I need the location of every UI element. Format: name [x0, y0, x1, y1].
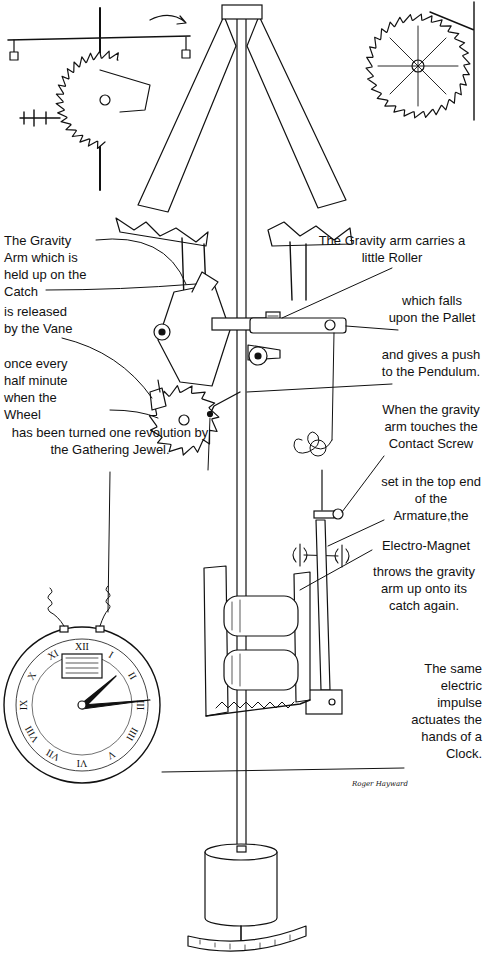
pivot: [154, 324, 170, 340]
leader-line: [208, 418, 210, 470]
callout-text: The same electric impulse actuates the h…: [408, 660, 482, 762]
coil-shading: [232, 600, 240, 686]
clock-terminal: [96, 626, 104, 632]
pallet: [250, 318, 346, 333]
vane: [150, 388, 166, 410]
callout-text: set in the top end of the Armature,the: [380, 473, 482, 524]
clock-chapter-ring: [32, 655, 132, 755]
magnet-coil: [224, 650, 298, 690]
magnet-spring: [216, 702, 294, 708]
pendulum-bob: [205, 852, 277, 926]
magnet-plate: [204, 566, 228, 716]
leader-line: [300, 550, 372, 590]
pivot-pin: [159, 329, 165, 335]
frame-break: [116, 218, 208, 246]
callout-text: once every half minute when the Wheel: [4, 355, 88, 423]
leader-line: [110, 410, 158, 418]
inset-wheel-right: [366, 14, 470, 118]
contact-screw-head: [333, 509, 343, 519]
leader-line: [46, 284, 196, 290]
clock-terminal: [60, 626, 68, 632]
catch: [192, 272, 218, 292]
inset-pallet: [100, 70, 150, 112]
clock-chapter-ring: [16, 639, 148, 771]
callout-text: throws the gravity arm up onto its catch…: [366, 563, 482, 614]
leader-line: [342, 456, 384, 512]
inset-hub: [100, 95, 110, 105]
suspension-block: [222, 5, 262, 19]
leader-line: [62, 338, 152, 398]
leader-line: [282, 268, 392, 318]
callout-text: has been turned one revolution by the Ga…: [8, 424, 212, 458]
inset-spokes: [378, 26, 458, 106]
pendulum-rod: [237, 846, 246, 852]
gathering-arm: [210, 392, 240, 414]
frame-leg: [138, 16, 236, 212]
clock-center: [78, 701, 86, 709]
pallet-screw: [325, 320, 335, 330]
magnet-base: [206, 700, 310, 716]
contact-wire: [332, 333, 334, 440]
inset-wheel: [56, 51, 118, 148]
dial-numeral: III: [135, 700, 145, 710]
callout-text: which falls upon the Pallet: [386, 292, 478, 326]
leader-line: [162, 768, 404, 772]
contact-screw: [314, 511, 334, 518]
clock-magnet-hatch: [66, 658, 98, 673]
count-wheel-hub: [179, 415, 189, 425]
callout-text: The Gravity Arm which is held up on the …: [4, 232, 96, 300]
inset-arrow: [150, 15, 186, 24]
armature-block: [306, 690, 342, 714]
suspension-pivot: [249, 347, 267, 365]
scale: [188, 926, 306, 951]
callout-text: and gives a push to the Pendulum.: [380, 346, 482, 380]
leader-line: [96, 239, 186, 284]
frame-leg: [247, 16, 346, 208]
contact-spring: [294, 432, 332, 453]
leader-line: [247, 384, 392, 392]
gathering-jewel: [208, 412, 213, 417]
clock-magnet: [62, 654, 102, 678]
magnet-coil: [224, 596, 298, 636]
clock-dial: [4, 627, 160, 783]
suspension-pin: [255, 353, 261, 359]
leader-line: [328, 520, 384, 546]
leader-line: [346, 326, 398, 330]
clock-hand: [82, 700, 150, 709]
signature: Roger Hayward: [352, 780, 408, 789]
contact-rod: [321, 470, 322, 510]
pendulum-rod: [237, 12, 246, 852]
callout-text: is released by the Vane: [4, 303, 74, 337]
armature-screw: [329, 699, 335, 705]
pendulum-bob-top: [205, 844, 277, 860]
leader-line: [108, 472, 110, 612]
dial-numeral: IX: [19, 700, 29, 711]
callout-text: Electro-Magnet: [370, 537, 482, 554]
callout-text: The Gravity arm carries a little Roller: [306, 232, 478, 266]
scale-ticks: [200, 935, 290, 950]
spring-coil: [310, 440, 326, 456]
clock-wire: [48, 586, 110, 626]
dial-numeral: XII: [75, 642, 89, 652]
inset-spindle: [20, 110, 60, 126]
callout-text: When the gravity arm touches the Contact…: [380, 401, 482, 452]
dial-numeral: VI: [77, 758, 88, 768]
inset-post: [430, 2, 474, 120]
vane-post: [158, 380, 160, 392]
frame-upright: [290, 242, 306, 300]
